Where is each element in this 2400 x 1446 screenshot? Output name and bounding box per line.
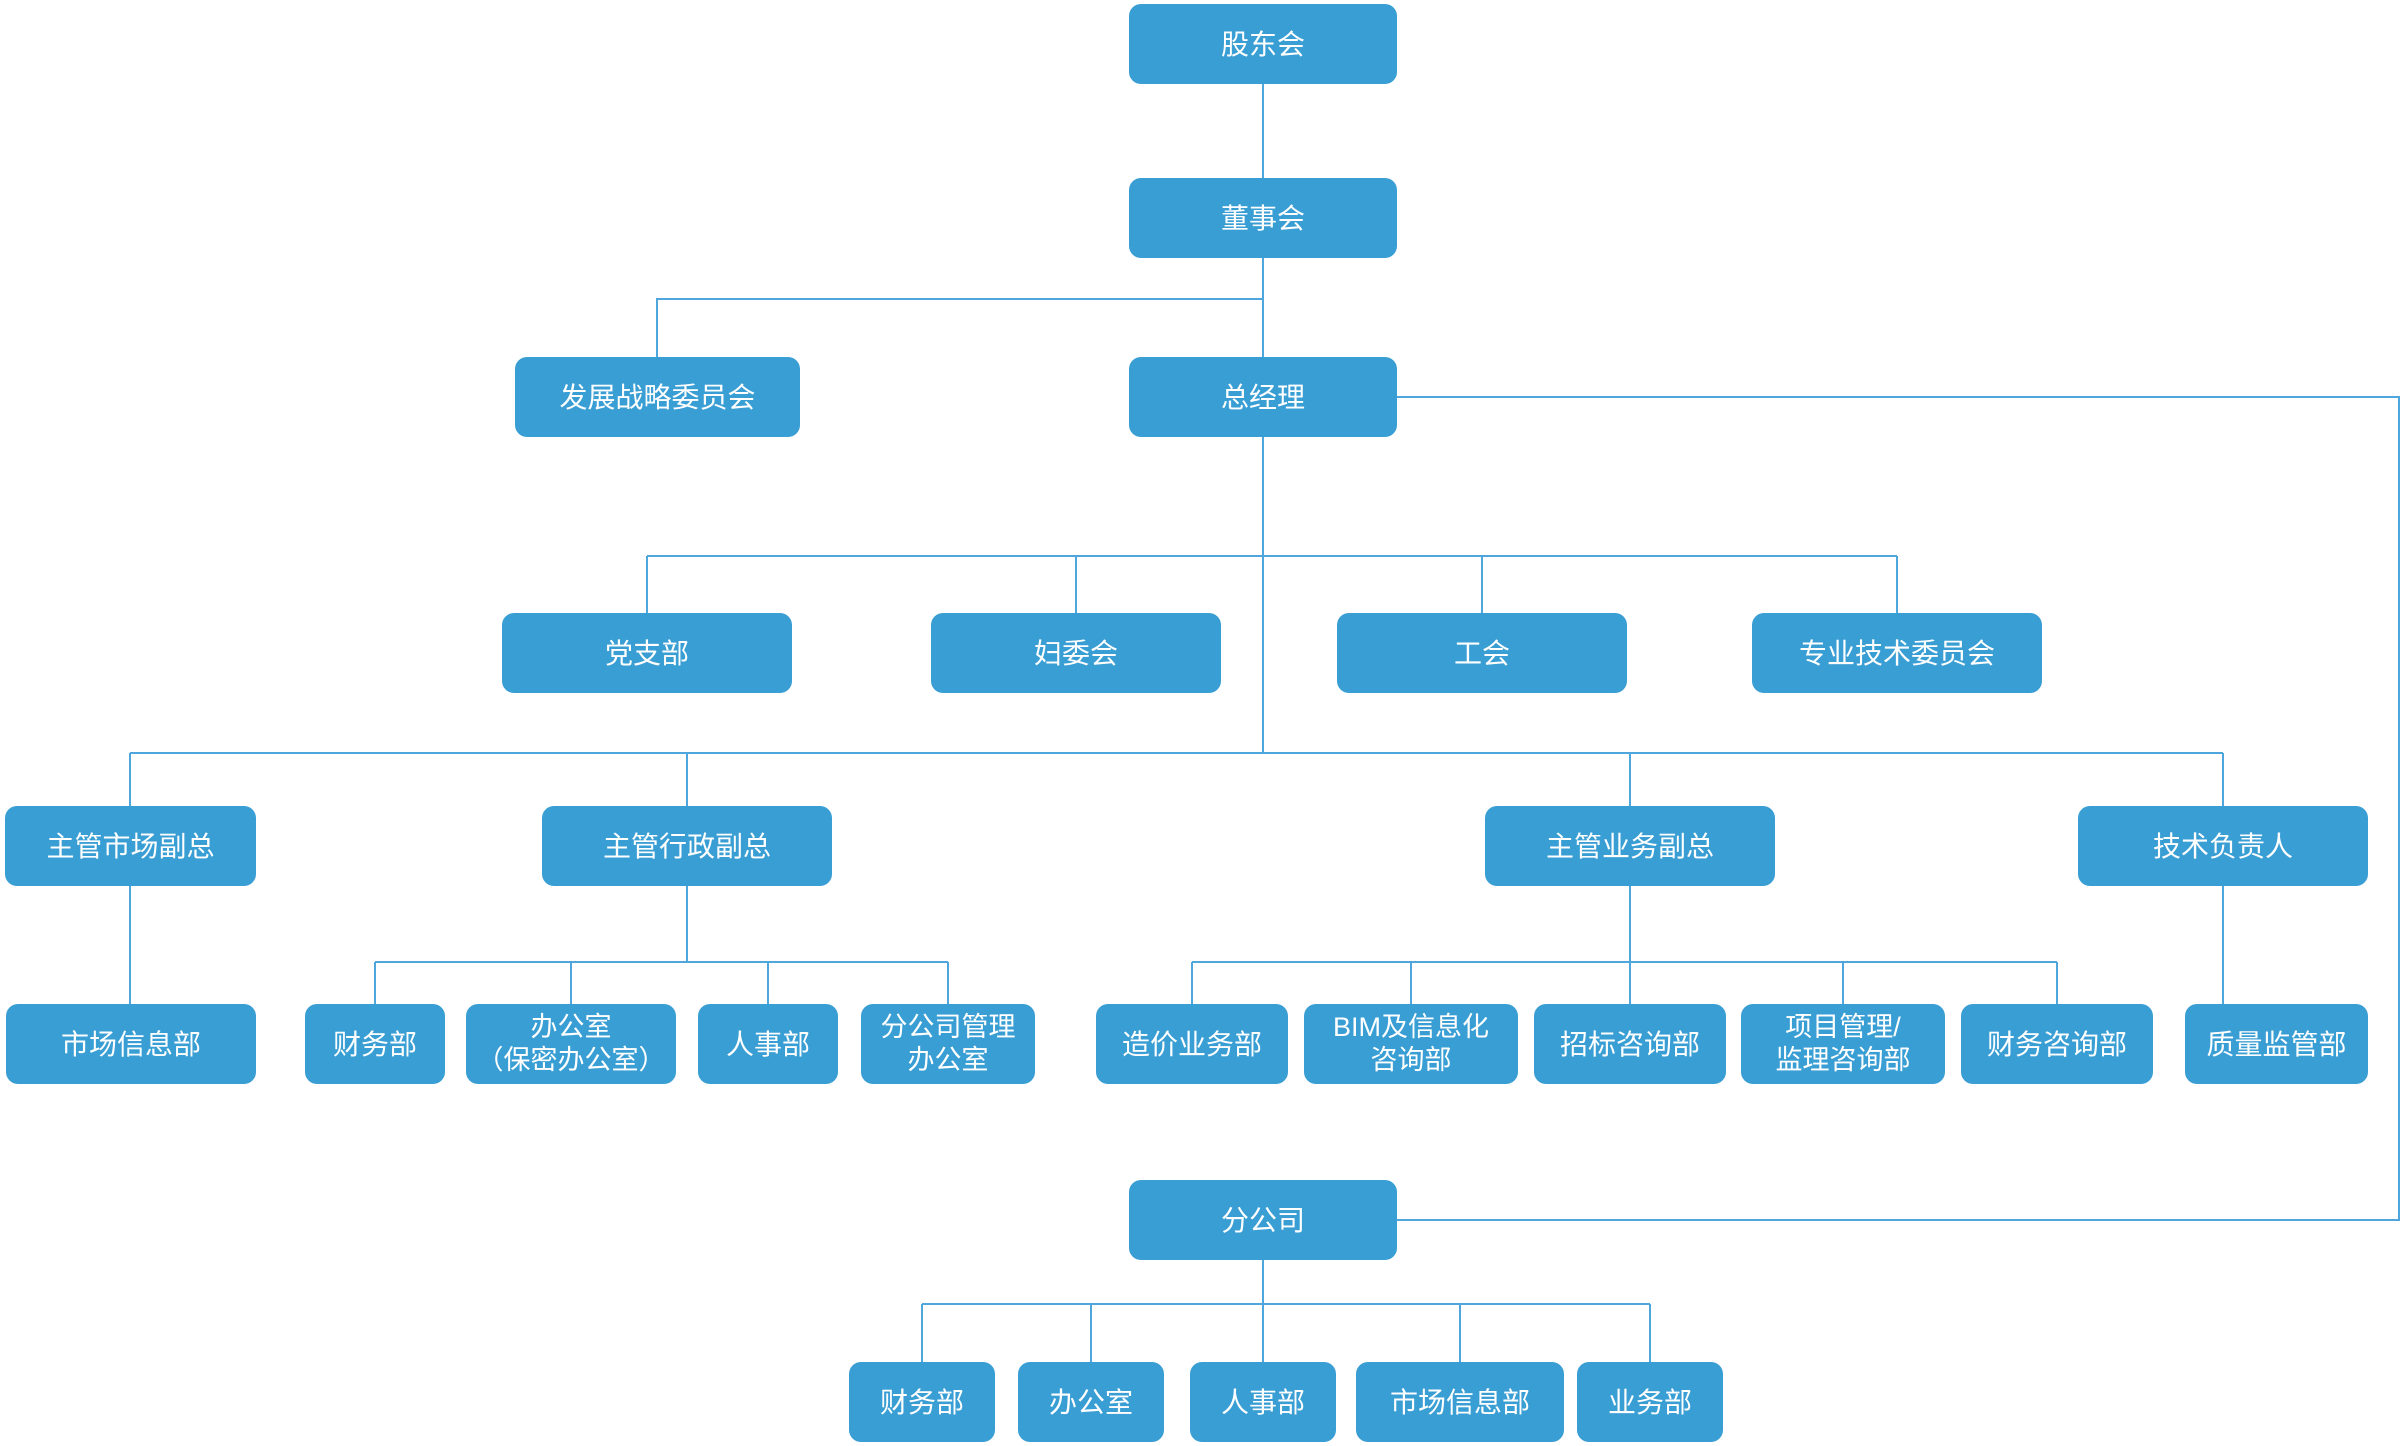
org-node-party-branch: 党支部 bbox=[502, 613, 792, 693]
connector-vp-business-departments bbox=[1191, 886, 2058, 1004]
org-node-vp-market: 主管市场副总 bbox=[5, 806, 256, 886]
node-label: 人事部 bbox=[725, 1028, 810, 1060]
connector-branch-company-departments bbox=[921, 1260, 1651, 1362]
org-node-quality-supervision-dept: 质量监管部 bbox=[2185, 1004, 2368, 1084]
node-label-line2: 咨询部 bbox=[1370, 1045, 1452, 1075]
node-label: 招标咨询部 bbox=[1559, 1028, 1700, 1060]
org-node-vp-business: 主管业务副总 bbox=[1485, 806, 1775, 886]
org-node-board-of-directors: 董事会 bbox=[1129, 178, 1397, 258]
org-node-bidding-consulting-dept: 招标咨询部 bbox=[1534, 1004, 1726, 1084]
node-label: 市场信息部 bbox=[1389, 1386, 1530, 1418]
node-label: 分公司 bbox=[1220, 1204, 1305, 1236]
org-node-shareholders-meeting: 股东会 bbox=[1129, 4, 1397, 84]
node-label: 主管市场副总 bbox=[46, 830, 215, 862]
connector-board-strategy-committee bbox=[656, 298, 1263, 357]
org-node-branch-market-information-dept: 市场信息部 bbox=[1356, 1362, 1564, 1442]
node-label-line2: 办公室 bbox=[907, 1045, 989, 1075]
org-node-branch-finance-dept: 财务部 bbox=[849, 1362, 995, 1442]
node-label: 党支部 bbox=[604, 637, 689, 669]
node-label: 财务咨询部 bbox=[1986, 1028, 2127, 1060]
org-node-branch-company: 分公司 bbox=[1129, 1180, 1397, 1260]
org-node-technical-director: 技术负责人 bbox=[2078, 806, 2368, 886]
node-label: 股东会 bbox=[1220, 28, 1305, 60]
node-label-line2: （保密办公室） bbox=[476, 1045, 666, 1075]
org-node-branch-business-dept: 业务部 bbox=[1577, 1362, 1723, 1442]
node-label: 董事会 bbox=[1220, 202, 1305, 234]
org-node-bim-information-consulting-dept: BIM及信息化 咨询部 bbox=[1304, 1004, 1518, 1084]
connector-vp-admin-departments bbox=[374, 886, 949, 1004]
node-label-line1: BIM及信息化 bbox=[1332, 1012, 1489, 1043]
node-label: 主管业务副总 bbox=[1545, 830, 1714, 862]
org-node-cost-business-dept: 造价业务部 bbox=[1096, 1004, 1288, 1084]
org-node-branch-hr-dept: 人事部 bbox=[1190, 1362, 1336, 1442]
node-label: 技术负责人 bbox=[2152, 830, 2293, 862]
connector-gm-vp-bus bbox=[129, 752, 2224, 806]
org-node-vp-admin: 主管行政副总 bbox=[542, 806, 832, 886]
org-node-branch-office: 办公室 bbox=[1018, 1362, 1164, 1442]
node-label: 工会 bbox=[1453, 637, 1510, 669]
node-label-line1: 分公司管理 bbox=[880, 1012, 1016, 1043]
node-label-line2: 监理咨询部 bbox=[1775, 1045, 1911, 1075]
node-label: 主管行政副总 bbox=[602, 830, 771, 862]
node-label: 妇委会 bbox=[1033, 637, 1118, 669]
org-node-branch-management-office: 分公司管理 办公室 bbox=[861, 1004, 1035, 1084]
node-label: 财务部 bbox=[879, 1386, 964, 1418]
org-node-general-manager: 总经理 bbox=[1129, 357, 1397, 437]
node-label: 总经理 bbox=[1220, 381, 1305, 413]
node-label: 造价业务部 bbox=[1121, 1028, 1262, 1060]
node-label: 市场信息部 bbox=[60, 1028, 201, 1060]
org-node-finance-dept: 财务部 bbox=[305, 1004, 445, 1084]
org-node-market-information-dept: 市场信息部 bbox=[6, 1004, 256, 1084]
org-node-womens-committee: 妇委会 bbox=[931, 613, 1221, 693]
org-node-development-strategy-committee: 发展战略委员会 bbox=[515, 357, 800, 437]
node-label-line1: 项目管理/ bbox=[1785, 1012, 1901, 1043]
org-node-project-management-supervision-dept: 项目管理/ 监理咨询部 bbox=[1741, 1004, 1945, 1084]
org-node-labor-union: 工会 bbox=[1337, 613, 1627, 693]
org-node-office-confidential-office: 办公室 （保密办公室） bbox=[466, 1004, 676, 1084]
org-node-financial-consulting-dept: 财务咨询部 bbox=[1961, 1004, 2153, 1084]
node-label: 质量监管部 bbox=[2206, 1028, 2347, 1060]
node-label: 发展战略委员会 bbox=[559, 381, 756, 413]
org-node-professional-technical-committee: 专业技术委员会 bbox=[1752, 613, 2042, 693]
node-label: 办公室 bbox=[1048, 1386, 1133, 1418]
node-label-line1: 办公室 bbox=[530, 1012, 612, 1043]
node-label: 财务部 bbox=[332, 1028, 417, 1060]
node-label: 专业技术委员会 bbox=[1798, 637, 1995, 669]
connector-gm-committees-bus bbox=[646, 555, 1898, 613]
node-label: 业务部 bbox=[1607, 1386, 1692, 1418]
node-label: 人事部 bbox=[1220, 1386, 1305, 1418]
connector-general-manager-branch-company bbox=[1397, 396, 2400, 1221]
org-node-hr-dept: 人事部 bbox=[698, 1004, 838, 1084]
